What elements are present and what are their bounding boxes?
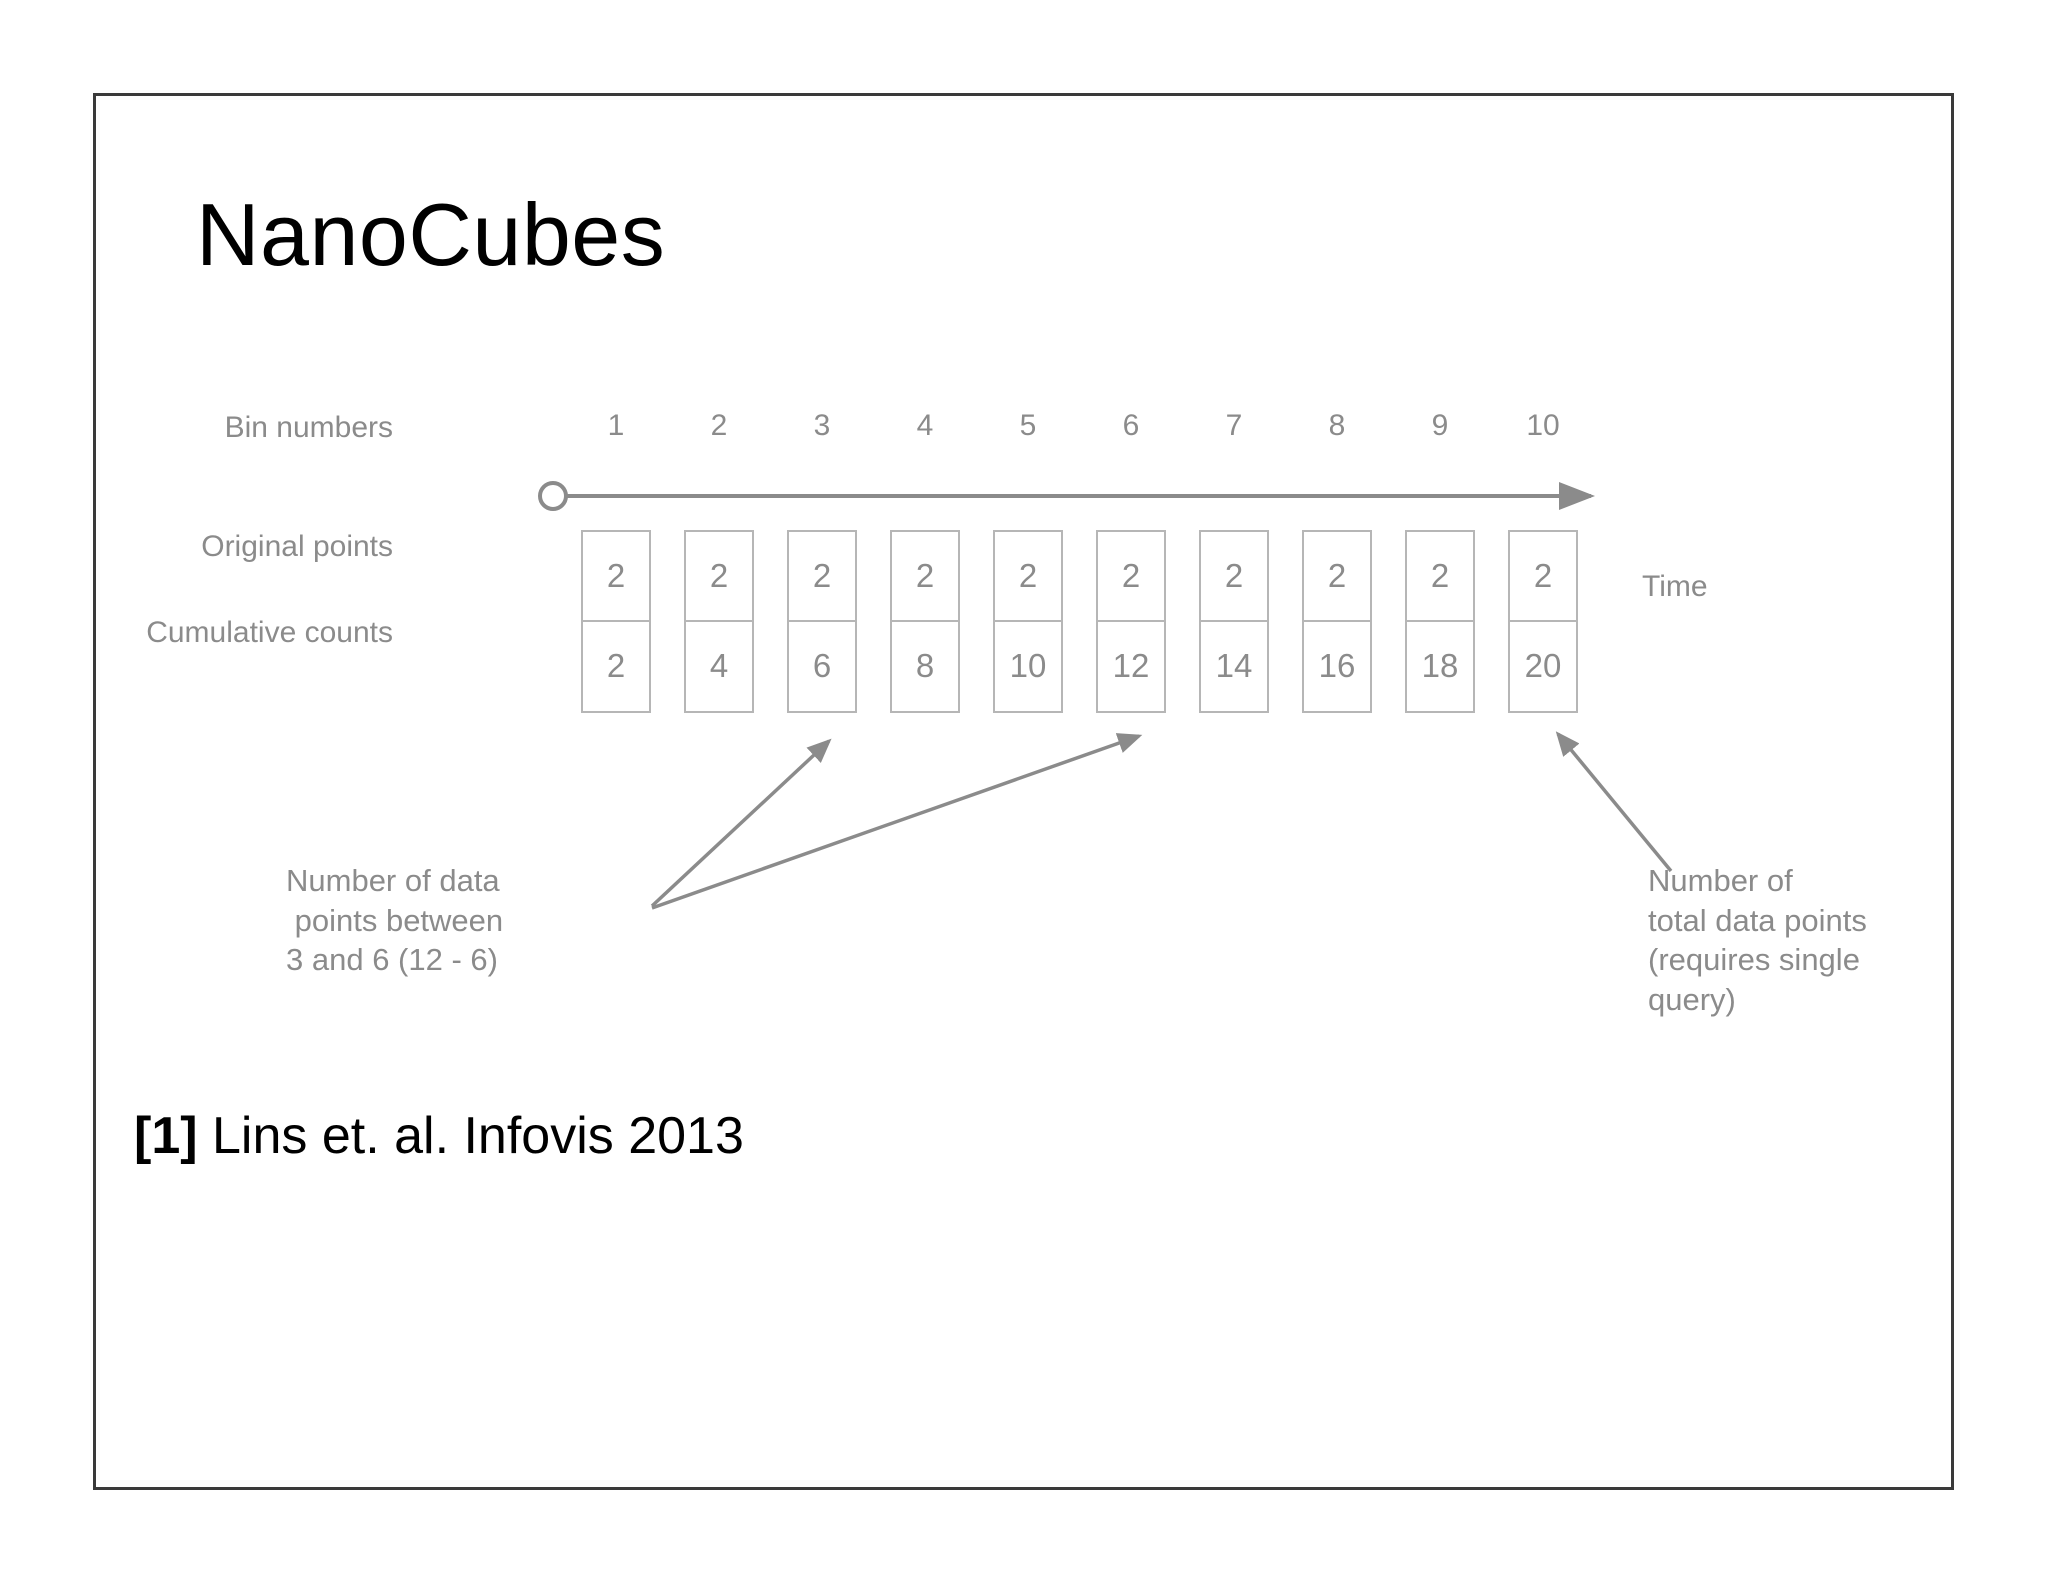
nanocubes-figure: Bin numbers Original points Cumulative c…: [96, 96, 1957, 1096]
bin-number-10: 10: [1526, 409, 1560, 442]
original-points-cell-5: 2: [995, 532, 1061, 622]
slide-frame: NanoCubes Bin: [93, 93, 1954, 1490]
bin-number-3: 3: [813, 409, 831, 442]
citation-reference-number: [1]: [134, 1107, 198, 1165]
bin-column-10: 2 20: [1508, 530, 1578, 713]
cumulative-counts-cell-10: 20: [1524, 647, 1562, 685]
bin-column-2: 2 4: [684, 530, 754, 713]
bin-number-6: 6: [1122, 409, 1140, 442]
bin-column-5: 2 10: [993, 530, 1063, 713]
cumulative-counts-cell-3: 6: [812, 647, 832, 685]
original-points-cell-6: 2: [1098, 532, 1164, 622]
annotation-arrow-bin6: [651, 733, 1143, 910]
bin-column-4: 2 8: [890, 530, 960, 713]
bin-column-8: 2 16: [1302, 530, 1372, 713]
row-label-cumulative-counts: Cumulative counts: [146, 616, 393, 649]
annotation-total-query-line3: (requires single: [1648, 942, 1860, 978]
bin-number-5: 5: [1019, 409, 1037, 442]
annotation-range-query-line1: Number of data: [286, 863, 500, 898]
annotation-total-query: Number of total data points (requires si…: [1648, 861, 1867, 1020]
citation-reference-text: Lins et. al. Infovis 2013: [197, 1107, 744, 1165]
cumulative-counts-cell-7: 14: [1215, 647, 1253, 685]
bin-column-3: 2 6: [787, 530, 857, 713]
figure-vector-layer: [538, 481, 1673, 910]
cumulative-counts-cell-5: 10: [1009, 647, 1047, 685]
original-points-cell-3: 2: [789, 532, 855, 622]
row-label-original-points: Original points: [201, 530, 393, 563]
cumulative-counts-cell-4: 8: [915, 647, 935, 685]
bin-number-8: 8: [1328, 409, 1346, 442]
cumulative-counts-cell-1: 2: [606, 647, 626, 685]
bin-number-1: 1: [607, 409, 625, 442]
bin-column-1: 2 2: [581, 530, 651, 713]
original-points-cell-10: 2: [1510, 532, 1576, 622]
citation: [1] Lins et. al. Infovis 2013: [134, 1106, 744, 1166]
bin-number-7: 7: [1225, 409, 1243, 442]
cumulative-counts-cell-8: 16: [1318, 647, 1356, 685]
original-points-cell-2: 2: [686, 532, 752, 622]
cumulative-counts-cell-2: 4: [709, 647, 729, 685]
annotation-total-query-line4: query): [1648, 982, 1736, 1018]
annotation-range-query: Number of data points between 3 and 6 (1…: [286, 861, 503, 980]
axis-label-time: Time: [1642, 570, 1708, 603]
bin-number-2: 2: [710, 409, 728, 442]
bin-column-6: 2 12: [1096, 530, 1166, 713]
cumulative-counts-cell-9: 18: [1421, 647, 1459, 685]
time-axis: [538, 481, 1595, 511]
original-points-cell-9: 2: [1407, 532, 1473, 622]
page-title: NanoCubes: [196, 185, 666, 284]
row-label-bin-numbers: Bin numbers: [224, 411, 393, 444]
bin-column-7: 2 14: [1199, 530, 1269, 713]
original-points-cell-1: 2: [583, 532, 649, 622]
original-points-cell-8: 2: [1304, 532, 1370, 622]
annotation-arrow-bin3: [650, 738, 832, 908]
annotation-arrow-bin10: [1555, 731, 1673, 873]
bin-number-9: 9: [1431, 409, 1449, 442]
original-points-cell-4: 2: [892, 532, 958, 622]
annotation-range-query-line2: points between: [286, 902, 504, 938]
cumulative-counts-cell-6: 12: [1112, 647, 1150, 685]
bin-column-9: 2 18: [1405, 530, 1475, 713]
original-points-cell-7: 2: [1201, 532, 1267, 622]
bin-number-4: 4: [916, 409, 934, 442]
annotation-range-query-line3: 3 and 6 (12 - 6): [286, 942, 498, 978]
annotation-total-query-line2: total data points: [1648, 902, 1867, 938]
annotation-total-query-line1: Number of: [1648, 863, 1793, 898]
